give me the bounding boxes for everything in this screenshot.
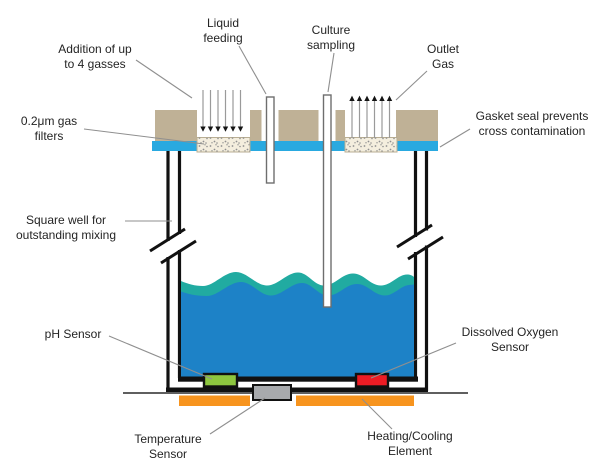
leader-outlet-gas bbox=[395, 70, 428, 101]
arrow-head bbox=[356, 95, 363, 101]
leader-liquid-feeding bbox=[238, 45, 267, 95]
ph-sensor bbox=[202, 372, 239, 388]
break-mark-right-lower bbox=[407, 235, 444, 261]
label-outlet-gas: Outlet Gas bbox=[426, 42, 460, 71]
label-culture-sampling: Culture sampling bbox=[306, 23, 356, 52]
arrow-head bbox=[215, 126, 221, 132]
vessel-outer-floor bbox=[166, 387, 428, 392]
heating-element-right bbox=[296, 395, 414, 406]
label-do-sensor: Dissolved Oxygen Sensor bbox=[461, 325, 559, 354]
label-temperature-sensor: Temperature Sensor bbox=[134, 432, 202, 461]
label-liquid-feeding: Liquid feeding bbox=[203, 16, 243, 45]
arrow-head bbox=[237, 126, 244, 132]
arrow-head bbox=[200, 126, 206, 132]
gas-filter-left-speckle bbox=[197, 137, 250, 152]
leader-do-sensor bbox=[370, 342, 457, 379]
break-mark-left-upper bbox=[149, 227, 186, 253]
arrow-head bbox=[349, 95, 355, 101]
headplate-right bbox=[396, 110, 438, 141]
label-gas-addition: Addition of up to 4 gasses bbox=[58, 42, 132, 71]
arrow-head bbox=[222, 126, 229, 132]
leader-heating-element bbox=[361, 398, 393, 430]
leader-lines bbox=[83, 45, 471, 435]
dissolved-oxygen-sensor bbox=[354, 372, 390, 388]
leader-culture-sampling bbox=[327, 52, 335, 93]
vessel-walls bbox=[166, 151, 429, 391]
temperature-sensor bbox=[252, 384, 292, 401]
arrow-head bbox=[230, 126, 236, 132]
liquid-body bbox=[181, 282, 414, 379]
leader-ph-sensor bbox=[108, 335, 213, 380]
label-gas-filters: 0.2μm gas filters bbox=[20, 114, 78, 143]
leader-gas-filters bbox=[83, 128, 205, 145]
wall-break-marks bbox=[149, 223, 444, 265]
arrow-head bbox=[207, 126, 214, 132]
gasket-seal-bar bbox=[152, 141, 438, 151]
leader-gas-addition bbox=[135, 59, 193, 99]
gas-filter-left bbox=[196, 137, 251, 153]
arrow-head bbox=[379, 95, 385, 101]
gas-filter-right-speckle bbox=[345, 137, 397, 152]
arrow-head bbox=[364, 95, 370, 101]
break-mark-right-upper bbox=[396, 223, 433, 249]
label-ph-sensor: pH Sensor bbox=[44, 327, 102, 341]
arrow-head bbox=[386, 95, 393, 101]
label-heating-element: Heating/Cooling Element bbox=[367, 429, 453, 458]
label-square-well: Square well for outstanding mixing bbox=[15, 213, 117, 242]
break-mark-left-lower bbox=[160, 239, 197, 265]
culture-sampling-tube bbox=[322, 94, 332, 308]
headplate-left bbox=[155, 110, 197, 141]
gas-filter-right bbox=[344, 137, 398, 153]
leader-gasket-seal bbox=[439, 128, 471, 148]
heating-element-left bbox=[179, 395, 250, 406]
gas-inlet-arrows bbox=[200, 90, 244, 132]
label-gasket-seal: Gasket seal prevents cross contamination bbox=[475, 109, 589, 138]
liquid-feeding-tube bbox=[265, 96, 275, 184]
vessel-inner-floor bbox=[178, 376, 418, 382]
arrow-head bbox=[371, 95, 378, 101]
leader-temperature-sensor bbox=[209, 397, 266, 435]
outlet-gas-arrows bbox=[349, 95, 393, 138]
